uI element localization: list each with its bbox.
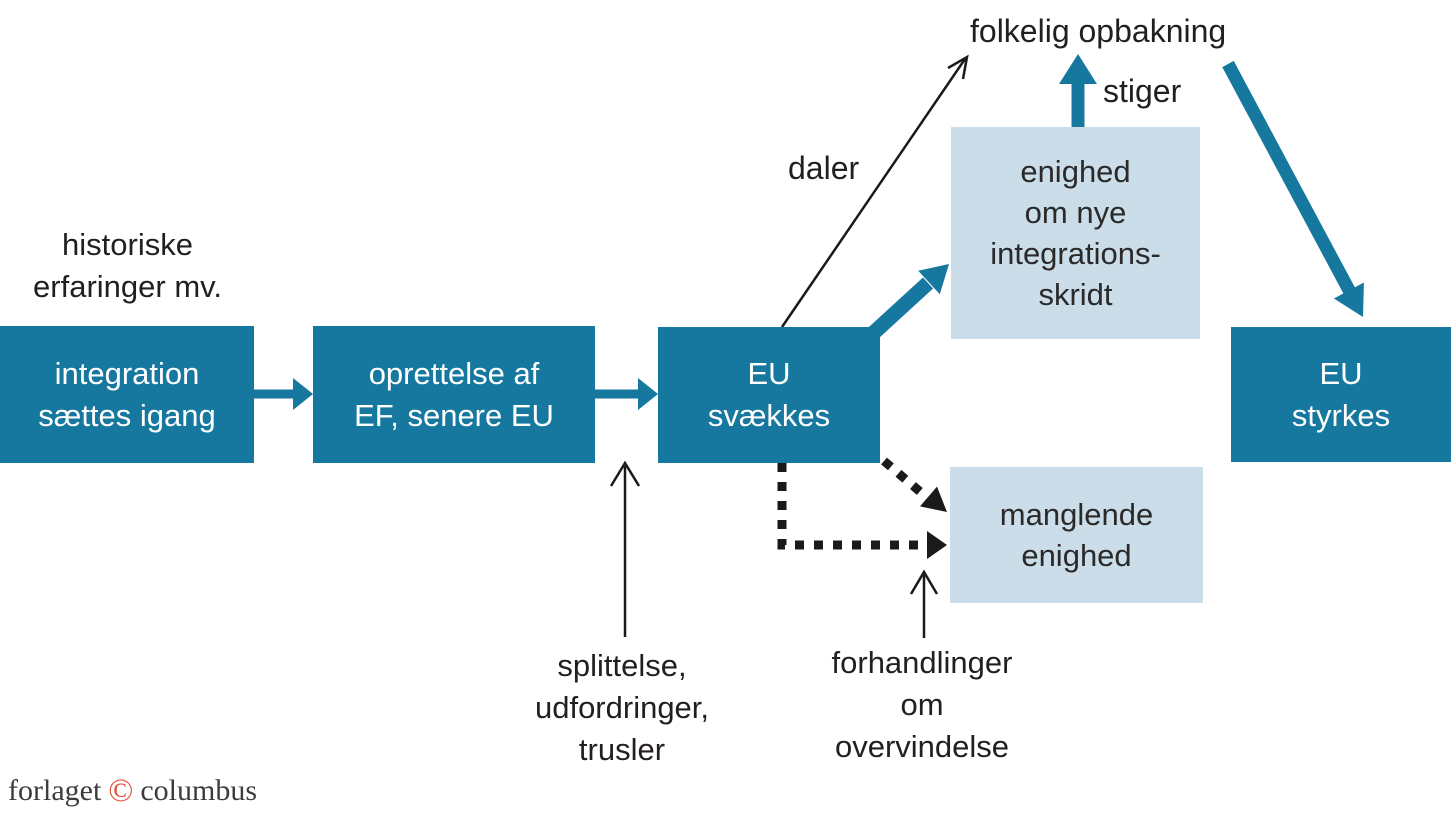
label-splittelse: splittelse, udfordringer, trusler xyxy=(534,648,710,767)
box-integration-saettes-igang: integration sættes igang xyxy=(0,326,254,463)
label-stiger: stiger xyxy=(1103,73,1182,109)
arrow-stiger-up xyxy=(1059,54,1097,128)
arrow-daler xyxy=(780,54,969,328)
arrow-forhandlinger-up xyxy=(909,569,939,638)
label-daler: daler xyxy=(788,150,860,186)
logo-forlaget-text: forlaget xyxy=(8,774,102,807)
label-folkelig-opbakning: folkelig opbakning xyxy=(970,13,1227,49)
arrow-integration-to-oprettelse xyxy=(253,378,313,410)
arrow-oprettelse-to-svaekkes xyxy=(595,378,658,410)
box-eu-svaekkes: EU svækkes xyxy=(658,327,880,463)
arrow-dotted-diagonal xyxy=(881,457,947,512)
box-eu-styrkes: EU styrkes xyxy=(1231,327,1451,462)
arrow-splittelse-up xyxy=(609,460,641,637)
arrow-dotted-elbow xyxy=(777,463,947,559)
copyright-icon: © xyxy=(108,772,134,809)
arrow-folkelig-to-styrkes xyxy=(1222,60,1364,317)
publisher-logo: forlaget © columbus xyxy=(8,774,257,808)
label-forhandlinger: forhandlinger om overvindelse xyxy=(831,645,1013,764)
label-historiske-erfaringer: historiske erfaringer mv. xyxy=(33,227,222,304)
box-enighed-om-nye-integrationsskridt: enighed om nye integrations- skridt xyxy=(951,127,1200,339)
logo-columbus-text: columbus xyxy=(140,774,258,807)
box-oprettelse-af-ef: oprettelse af EF, senere EU xyxy=(313,326,595,463)
box-manglende-enighed: manglende enighed xyxy=(950,467,1203,603)
